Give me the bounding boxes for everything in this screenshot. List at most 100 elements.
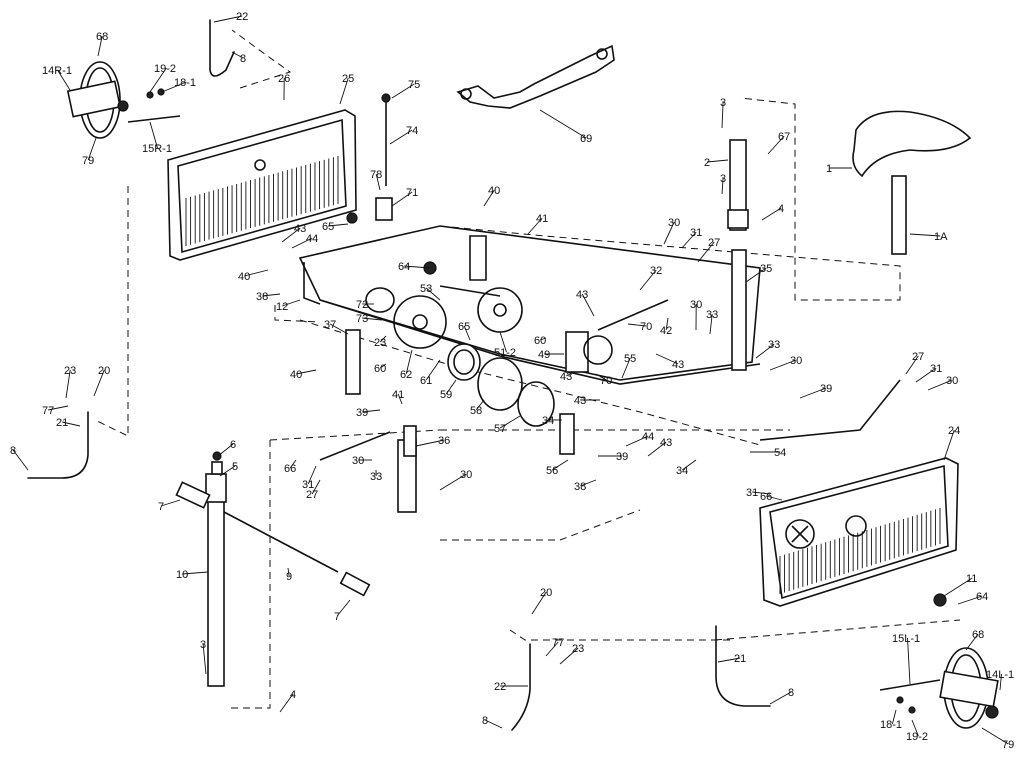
link-arm-27: [759, 379, 901, 441]
leader-line: [581, 293, 595, 317]
part-label: 42: [660, 325, 672, 337]
leader-line: [911, 719, 919, 737]
leader-line: [362, 317, 383, 321]
leader-line: [463, 325, 471, 341]
part-label: 40: [238, 271, 250, 283]
part-label: 2: [704, 157, 710, 169]
leader-line: [717, 657, 741, 663]
part-label: 58: [470, 405, 482, 417]
leader-line: [755, 343, 775, 359]
part-label: 22: [236, 11, 248, 23]
part-label: 30: [790, 355, 802, 367]
leader-line: [336, 599, 351, 617]
part-label: 6: [230, 439, 236, 451]
leader-line: [182, 571, 209, 575]
cam-mechanism-49: [565, 299, 669, 373]
leader-line: [362, 409, 381, 413]
part-label: 18-1: [880, 719, 902, 731]
leader-line: [559, 647, 579, 665]
part-label: 66: [760, 491, 772, 503]
part-label: 19-2: [154, 63, 176, 75]
leader-line: [663, 221, 675, 245]
part-label: 30: [352, 455, 364, 467]
part-label: 72: [356, 299, 368, 311]
leader-line: [161, 81, 187, 93]
part-label: 21: [56, 417, 68, 429]
part-label: 20: [540, 587, 552, 599]
part-label: 4: [290, 689, 296, 701]
leader-line: [483, 189, 495, 207]
right-handle-assembly: [879, 647, 999, 729]
leader-line: [766, 495, 783, 501]
part-label: 33: [706, 309, 718, 321]
leader-line: [981, 727, 1009, 745]
part-label: 23: [374, 337, 386, 349]
part-label: 19-2: [906, 731, 928, 743]
part-label: 7: [158, 501, 164, 513]
part-label: 4: [778, 203, 784, 215]
leader-line: [262, 293, 281, 297]
part-label: 33: [768, 339, 780, 351]
part-label: 14R-1: [42, 65, 72, 77]
leader-line: [595, 373, 607, 381]
part-label: 79: [82, 155, 94, 167]
part-label: 49: [538, 349, 550, 361]
leader-line: [761, 207, 782, 221]
part-label: 22: [494, 681, 506, 693]
leader-line: [943, 577, 973, 597]
leader-line: [655, 353, 679, 365]
leader-line: [415, 439, 445, 447]
leader-line: [499, 415, 521, 429]
leader-line: [57, 69, 71, 91]
bracket-69: [456, 44, 615, 109]
leader-line: [12, 449, 29, 471]
front-panel-24: [759, 457, 959, 607]
leader-line: [391, 191, 413, 207]
part-label: 43: [574, 395, 586, 407]
part-label: 23: [572, 643, 584, 655]
leader-line: [681, 459, 697, 471]
leader-line: [287, 567, 290, 577]
part-label: 21: [734, 653, 746, 665]
part-label: 60: [374, 363, 386, 375]
part-label: 53: [420, 283, 432, 295]
part-label: 38: [256, 291, 268, 303]
leader-line: [217, 443, 234, 457]
part-label: 40: [488, 185, 500, 197]
leader-line: [445, 379, 457, 395]
leader-line: [721, 101, 724, 129]
leader-line: [149, 121, 158, 149]
part-label: 1A: [934, 231, 948, 243]
part-label: 66: [284, 463, 296, 475]
part-label: 43: [576, 289, 588, 301]
part-label: 75: [408, 79, 420, 91]
leader-line: [279, 693, 294, 713]
leader-line: [160, 499, 181, 507]
part-label: 65: [322, 221, 334, 233]
leader-line: [647, 441, 667, 457]
leader-line: [943, 429, 955, 461]
leader-line: [291, 237, 313, 249]
part-label: 15L-1: [892, 633, 920, 645]
leader-line: [545, 641, 559, 657]
part-label: 25: [342, 73, 354, 85]
leader-line: [769, 691, 792, 705]
rod-74: [375, 93, 393, 221]
leader-line: [439, 473, 467, 491]
part-label: 3: [720, 173, 726, 185]
leader-line: [697, 241, 715, 263]
part-label: 30: [460, 469, 472, 481]
leader-line: [425, 287, 441, 301]
part-label: 44: [306, 233, 318, 245]
leader-line: [48, 405, 69, 411]
leader-line: [97, 35, 103, 57]
leader-line: [927, 379, 953, 391]
part-label: 44: [642, 431, 654, 443]
leader-line: [289, 459, 297, 469]
part-label: 41: [392, 389, 404, 401]
part-label: 8: [482, 715, 488, 727]
leader-line: [389, 129, 413, 145]
leader-line: [397, 393, 403, 405]
column-2: [727, 139, 749, 371]
